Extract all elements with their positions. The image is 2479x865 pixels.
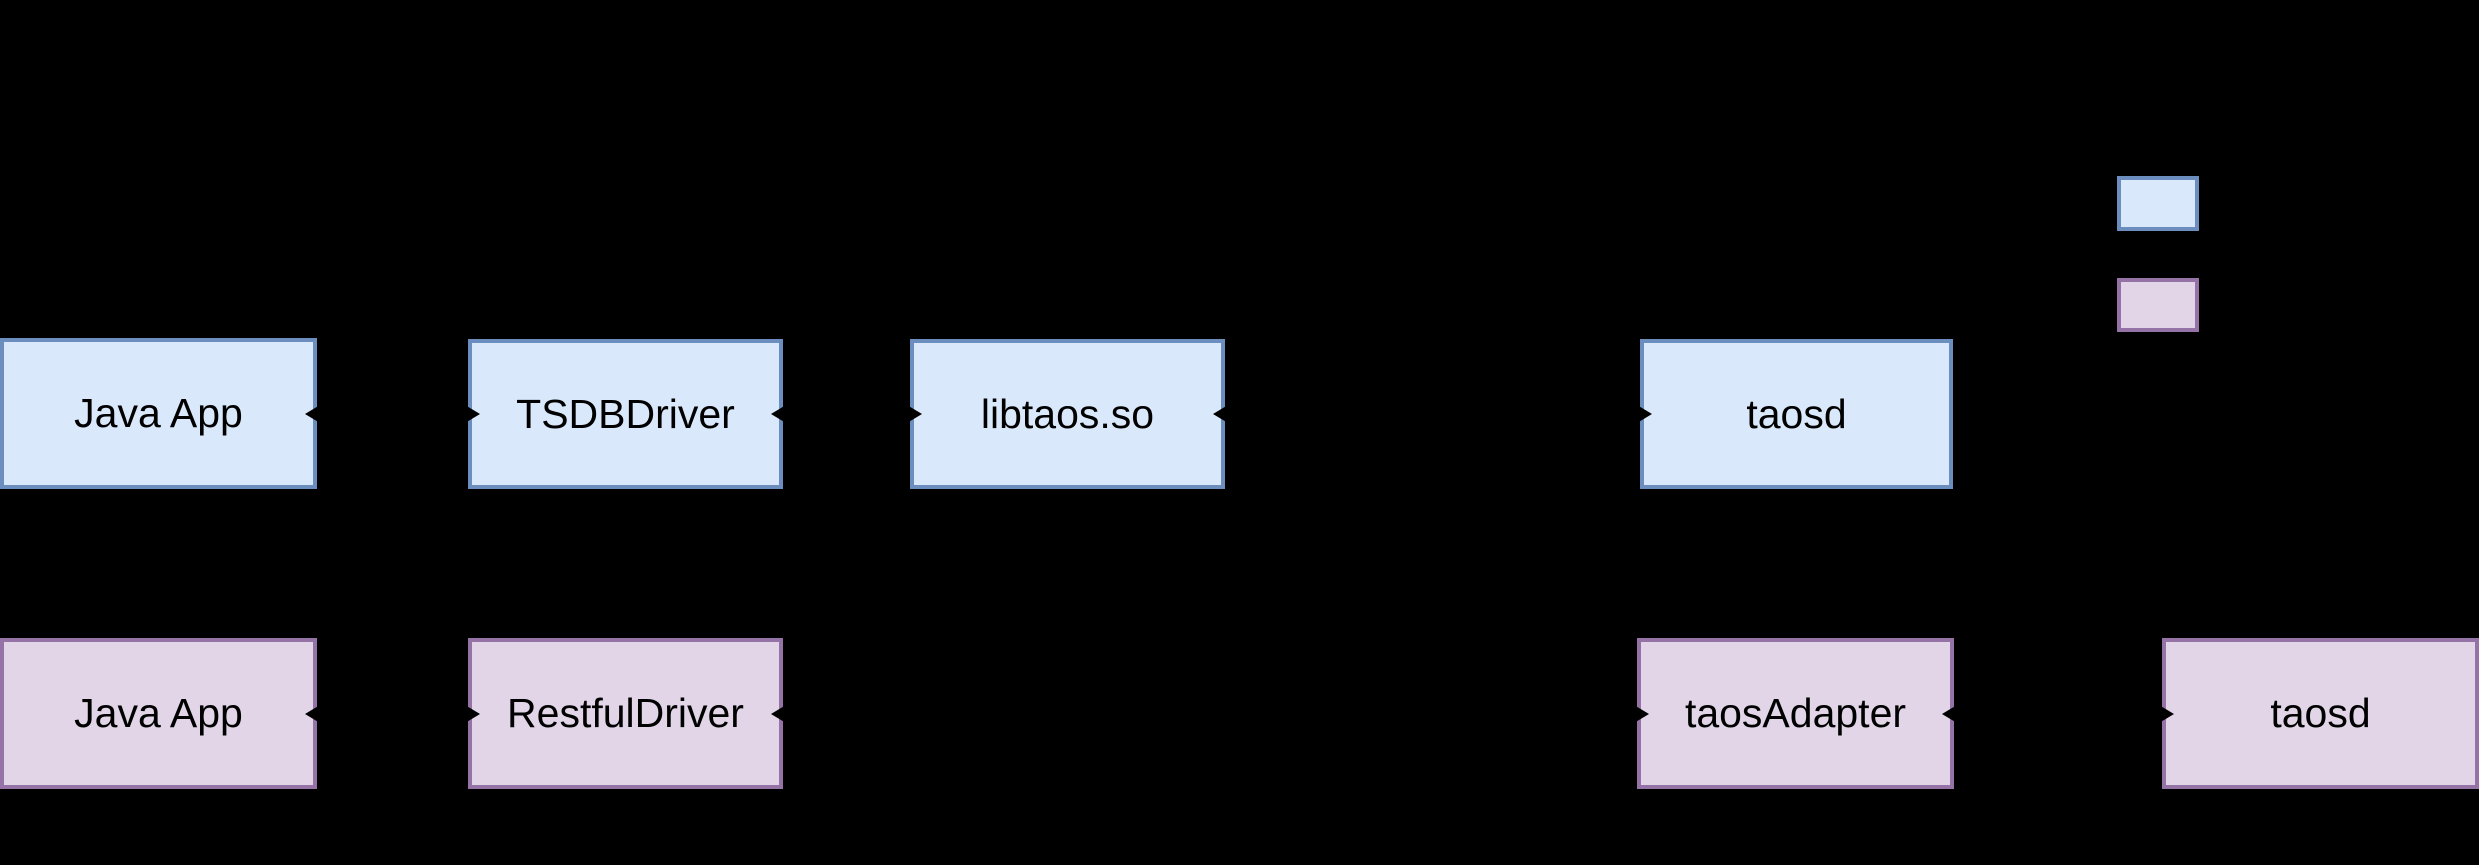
node-taosd-native: taosd [1640, 339, 1953, 489]
legend-rest-swatch [2117, 278, 2199, 332]
node-label: RestfulDriver [507, 690, 744, 736]
node-label: taosd [2270, 690, 2371, 736]
node-label: taosAdapter [1684, 690, 1907, 736]
node-taosd-rest: taosd [2162, 638, 2479, 789]
node-java-app-native: Java App [0, 338, 317, 489]
node-label: Java App [74, 690, 243, 736]
node-libtaos-so: libtaos.so [910, 339, 1225, 489]
node-label: taosd [1746, 390, 1847, 437]
node-java-app-rest: Java App [0, 638, 317, 789]
node-label: libtaos.so [980, 390, 1155, 437]
node-tsdb-driver: TSDBDriver [468, 339, 783, 489]
node-label: Java App [74, 390, 243, 436]
node-label: TSDBDriver [516, 390, 735, 437]
node-taos-adapter: taosAdapter [1637, 638, 1954, 789]
legend-native-swatch [2117, 176, 2199, 231]
node-restful-driver: RestfulDriver [468, 638, 783, 789]
